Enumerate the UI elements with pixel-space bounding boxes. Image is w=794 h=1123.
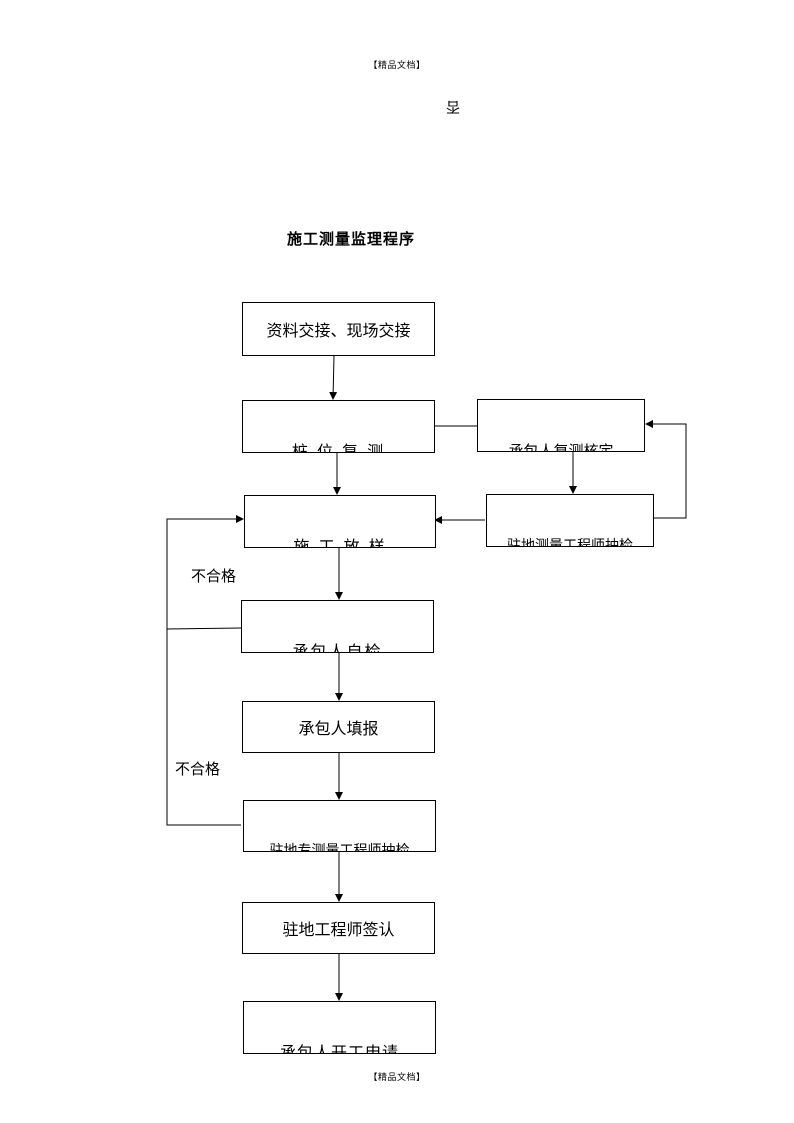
box-engineer-signoff-label: 驻地工程师签认 bbox=[282, 920, 395, 939]
diagram-title: 施工测量监理程序 bbox=[287, 230, 416, 248]
box-pile-recheck-label: 桩 位 复 测 bbox=[291, 442, 386, 453]
page-header: 【精品文档】 bbox=[368, 61, 426, 71]
box-start-application: 承包人开工申请 bbox=[243, 1001, 436, 1054]
page-footer: 【精品文档】 bbox=[368, 1073, 426, 1083]
box-survey-spotcheck-label: 驻地测量工程师抽检 bbox=[507, 538, 633, 547]
box-resident-spotcheck-label: 驻地专测量工程师抽检 bbox=[269, 843, 410, 852]
label-fail-lower: 不合格 bbox=[175, 760, 221, 778]
loop-fail-b6 bbox=[166, 629, 241, 826]
box-resident-spotcheck: 驻地专测量工程师抽检 bbox=[243, 800, 436, 852]
box-contractor-report: 承包人填报 bbox=[242, 701, 435, 753]
loop-fail-b4 bbox=[166, 515, 244, 630]
box-survey-spotcheck: 驻地测量工程师抽检 bbox=[486, 494, 654, 547]
box-engineer-signoff: 驻地工程师签认 bbox=[242, 902, 435, 954]
label-fail-upper: 不合格 bbox=[191, 567, 237, 585]
box-pile-recheck: 桩 位 复 测 bbox=[242, 400, 435, 453]
box-material-handover: 资料交接、现场交接 bbox=[242, 302, 435, 356]
box-construction-layout: 施 工 放 样 bbox=[244, 495, 436, 548]
box-contractor-selfcheck: 承包人自检 bbox=[241, 600, 434, 653]
box-contractor-selfcheck-label: 承包人自检 bbox=[292, 642, 383, 653]
box-material-handover-label: 资料交接、现场交接 bbox=[266, 321, 411, 340]
box-construction-layout-label: 施 工 放 样 bbox=[293, 537, 387, 548]
arrow-b1-b2 bbox=[329, 355, 338, 400]
box-contractor-recheck: 承包人复测核定 bbox=[477, 399, 645, 452]
box-contractor-report-label: 承包人填报 bbox=[298, 719, 379, 738]
loop-r2-r1 bbox=[645, 420, 687, 519]
box-start-application-label: 承包人开工申请 bbox=[279, 1043, 399, 1054]
box-contractor-recheck-label: 承包人复测核定 bbox=[508, 442, 614, 452]
